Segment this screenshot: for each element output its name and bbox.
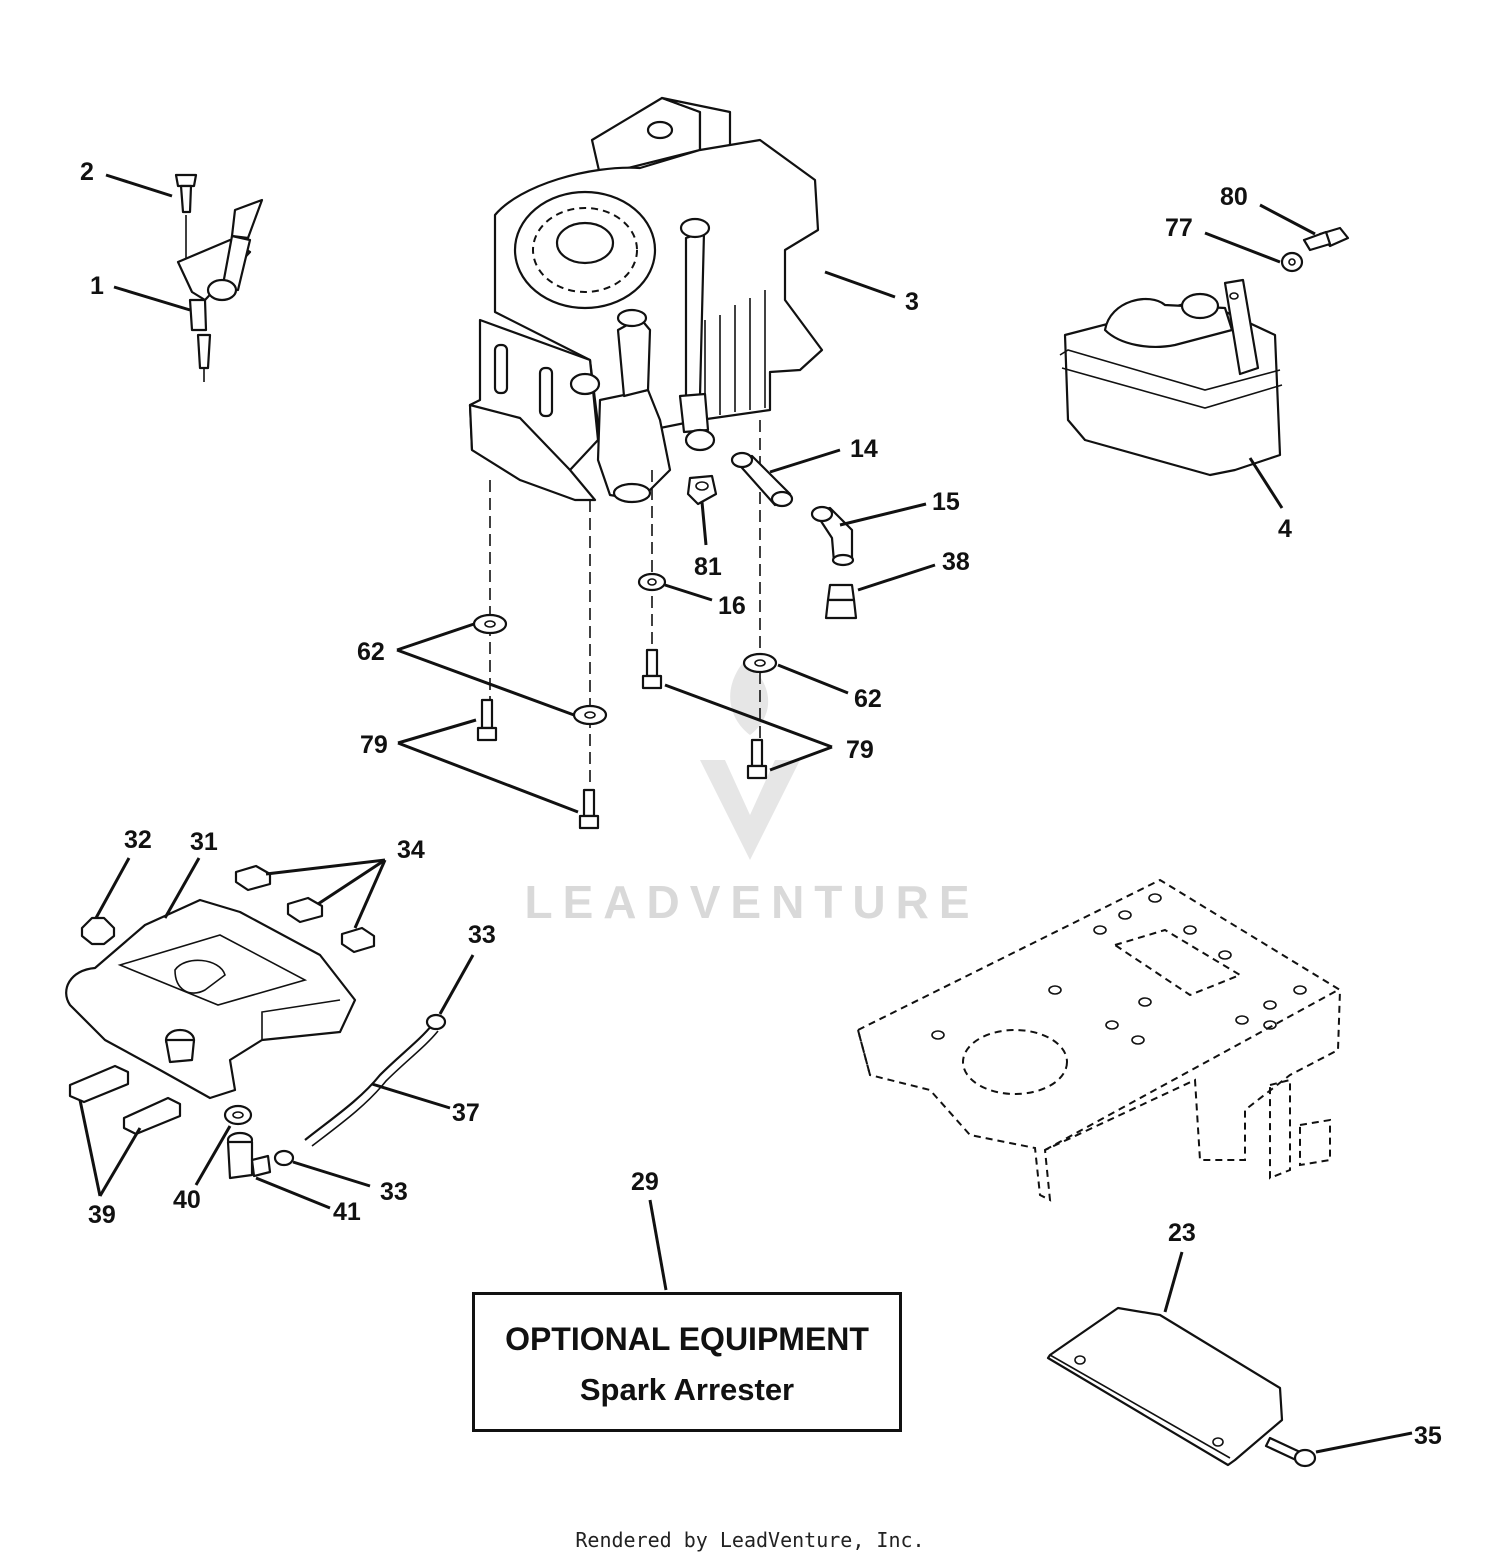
callout-1: 1 xyxy=(90,272,104,300)
callout-29: 29 xyxy=(631,1168,659,1196)
callout-79-right: 79 xyxy=(846,736,874,764)
shutoff-valve-41-part xyxy=(226,1131,272,1180)
callout-4: 4 xyxy=(1278,515,1292,543)
callout-80: 80 xyxy=(1220,183,1248,211)
fuel-hose-37-part xyxy=(304,1024,439,1147)
washers-62-part xyxy=(472,613,778,726)
cap-38-part xyxy=(824,583,858,620)
callout-33-top: 33 xyxy=(468,921,496,949)
screw-35-part xyxy=(1264,1436,1317,1468)
elbow-15-part xyxy=(810,505,855,567)
callout-39: 39 xyxy=(88,1201,116,1229)
throttle-control-part xyxy=(174,173,264,382)
callout-38: 38 xyxy=(942,548,970,576)
pipe-14-part xyxy=(730,451,794,508)
fuel-tank-part xyxy=(65,898,357,1100)
hose-clamps-33-part xyxy=(273,1013,447,1167)
nut-81-part xyxy=(686,474,718,506)
mounting-guides xyxy=(489,420,761,788)
grommet-40-part xyxy=(223,1104,253,1126)
fuel-cap-32-part xyxy=(80,916,116,946)
frame-holes xyxy=(931,893,1307,1045)
heat-shield-23-part xyxy=(1046,1306,1284,1467)
leadventure-logo-icon xyxy=(700,660,800,860)
callout-23: 23 xyxy=(1168,1219,1196,1247)
callout-15: 15 xyxy=(932,488,960,516)
callout-77: 77 xyxy=(1165,214,1193,242)
callout-33-bottom: 33 xyxy=(380,1178,408,1206)
callout-62-right: 62 xyxy=(854,685,882,713)
callout-31: 31 xyxy=(190,828,218,856)
callout-62-left: 62 xyxy=(357,638,385,666)
footer-credit: Rendered by LeadVenture, Inc. xyxy=(575,1528,925,1552)
callout-34: 34 xyxy=(397,836,425,864)
frame-reference xyxy=(856,878,1342,1202)
callouts: 2 1 3 80 77 4 14 15 38 81 16 62 62 79 79… xyxy=(80,158,1442,1450)
callout-3: 3 xyxy=(905,288,919,316)
leader-lines xyxy=(78,173,1413,1454)
muffler-part xyxy=(1059,226,1350,477)
watermark: LEADVENTURE xyxy=(524,660,979,928)
callout-37: 37 xyxy=(452,1099,480,1127)
engine-part xyxy=(468,96,824,504)
callout-14: 14 xyxy=(850,435,878,463)
washer-16-part xyxy=(637,572,667,592)
callout-32: 32 xyxy=(124,826,152,854)
pads-39-part xyxy=(68,1064,182,1136)
watermark-text: LEADVENTURE xyxy=(524,876,979,928)
callout-16: 16 xyxy=(718,592,746,620)
callout-81: 81 xyxy=(694,553,722,581)
callout-40: 40 xyxy=(173,1186,201,1214)
spark-arrester-label: Spark Arrester xyxy=(579,1372,795,1407)
callout-2: 2 xyxy=(80,158,94,186)
callout-79-left: 79 xyxy=(360,731,388,759)
callout-35: 35 xyxy=(1414,1422,1442,1450)
optional-equipment-box: OPTIONAL EQUIPMENT Spark Arrester xyxy=(472,1292,902,1432)
bolts-79-part xyxy=(476,648,768,830)
pads-34-part xyxy=(234,864,376,954)
optional-equipment-title: OPTIONAL EQUIPMENT xyxy=(505,1321,869,1357)
callout-41: 41 xyxy=(333,1198,361,1226)
